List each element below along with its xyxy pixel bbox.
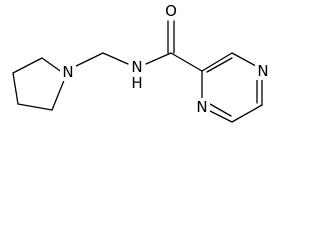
pyrrolidine-nitrogen-label-bg bbox=[60, 63, 76, 81]
amide-nitrogen-label-bg bbox=[129, 58, 145, 76]
bond-n-ch2 bbox=[71, 52, 104, 69]
bond-pyrazine-c3-n4 bbox=[231, 52, 257, 67]
bond-nh-carbonyl bbox=[145, 52, 172, 65]
oxygen-label-bg bbox=[163, 2, 179, 20]
pyrazine-ring bbox=[201, 52, 263, 123]
bond-pyrazine-c6-n1 bbox=[207, 109, 233, 123]
linker-chain bbox=[71, 52, 172, 69]
bond-pyrazine-c5-c6 bbox=[231, 104, 263, 123]
bond-pyrazine-c2-c3 bbox=[201, 52, 233, 72]
amide-hydrogen-label: H bbox=[131, 74, 142, 92]
pyrazine-nitrogen-top-label: N bbox=[257, 62, 268, 80]
bond-pyrrolidine-c2-c3 bbox=[12, 57, 43, 74]
pyrrolidine-nitrogen-label: N bbox=[62, 63, 73, 81]
bond-pyrrolidine-n-c2 bbox=[41, 57, 64, 74]
amide-oxygen-label: O bbox=[165, 2, 177, 20]
bond-pyrazine-c2-c3-inner bbox=[206, 57, 233, 73]
bond-pyrrolidine-c3-c4 bbox=[12, 72, 19, 105]
pyrazine-nitrogen-top-label-bg bbox=[255, 62, 271, 80]
pyrrolidine-ring bbox=[12, 57, 66, 111]
amide-nitrogen-label: N bbox=[131, 58, 142, 76]
bond-pyrrolidine-c4-c5 bbox=[17, 103, 53, 111]
pyrazine-nitrogen-bottom-label-bg bbox=[194, 98, 210, 116]
bond-ch2-nh bbox=[102, 52, 129, 65]
carbonyl-group bbox=[167, 20, 203, 72]
bond-pyrazine-c6-n1-inner bbox=[209, 103, 232, 117]
pyrazine-nitrogen-bottom-label: N bbox=[196, 98, 207, 116]
bond-carbonyl-to-ring bbox=[170, 52, 203, 72]
structure-diagram: O N H N N N bbox=[12, 2, 271, 123]
bond-pyrrolidine-c5-n bbox=[51, 77, 66, 111]
atom-labels: O N H N N N bbox=[60, 2, 271, 116]
